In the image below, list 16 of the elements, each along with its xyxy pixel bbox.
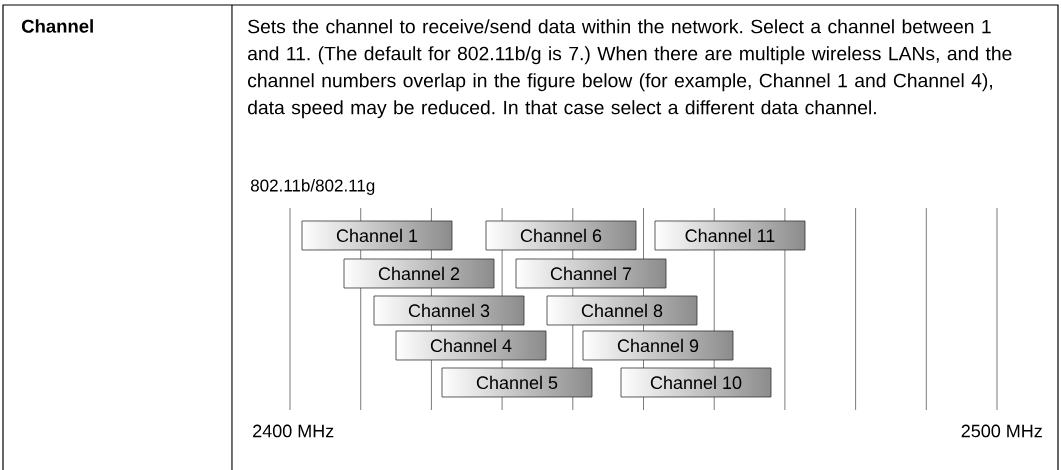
row-header: Channel (21, 19, 93, 33)
channel-box: Channel 11 (654, 220, 806, 251)
description-text: Sets the channel to receive/send data within the network. Select a channel between 1 and 11. (The default for 802.11b/g is 7.) When there are multiple wireless LANs, and the channel numbers overlap in the figure below (for example, Channel 1 and Channel 4), data speed may be reduced. In that case select a different data channel. (248, 19, 1012, 119)
axis-label: 2400 MHz (253, 424, 334, 438)
axis-label: 2500 MHz (961, 424, 1042, 438)
channel-box: Channel 4 (395, 330, 547, 361)
channel-box: Channel 5 (441, 367, 593, 398)
channel-box: Channel 7 (515, 258, 667, 289)
channel-box: Channel 3 (373, 295, 525, 326)
channel-box: Channel 8 (546, 295, 698, 326)
channel-box: Channel 10 (620, 367, 772, 398)
channel-box: Channel 9 (582, 330, 734, 361)
band-label: 802.11b/802.11g (250, 179, 375, 195)
channel-box: Channel 1 (301, 220, 453, 251)
channel-box: Channel 6 (485, 220, 637, 251)
channel-box: Channel 2 (343, 258, 495, 289)
